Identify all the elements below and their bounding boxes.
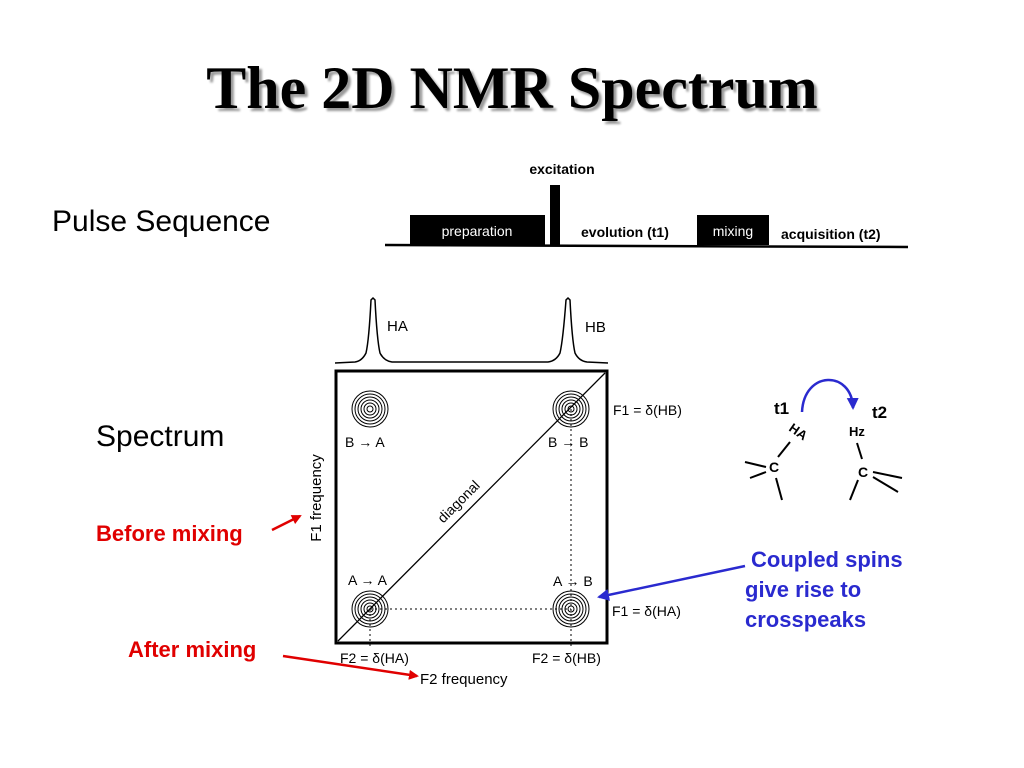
- spectrum-label: Spectrum: [96, 420, 225, 453]
- excitation-text: excitation: [529, 161, 594, 177]
- f1-axis-label: F1 frequency: [308, 454, 325, 542]
- pulse-sequence-label: Pulse Sequence: [52, 205, 271, 238]
- pulse-baseline: [384, 243, 909, 249]
- t2-label: t2: [872, 403, 887, 422]
- peak-aa-label: A → A: [348, 572, 388, 588]
- before-mixing-arrow: [271, 514, 302, 532]
- mixing-text: mixing: [713, 223, 753, 239]
- mixing-block: [697, 215, 769, 245]
- peak-ab-label: A → B: [553, 573, 593, 589]
- bond-left-1: [744, 461, 767, 468]
- excitation-pulse: [550, 185, 560, 245]
- projection-ha-label: HA: [387, 318, 408, 335]
- molecule-diagram: t1 t2 HA Hz C C: [744, 378, 903, 501]
- after-mixing-arrow: [282, 654, 419, 680]
- t1-label: t1: [774, 399, 789, 418]
- bond-right-up: [856, 442, 863, 460]
- spectrum-2d: diagonal B → A B → B A → A A → B: [334, 369, 609, 648]
- bond-right-1: [849, 479, 859, 501]
- pulse-sequence: preparation excitation evolution (t1) mi…: [384, 161, 909, 249]
- ha-atom: HA: [786, 420, 810, 443]
- preparation-block: [410, 215, 545, 245]
- peak-bb-label: B → B: [548, 434, 588, 450]
- f2-axis-label: F2 frequency: [420, 671, 508, 688]
- after-mixing-label: After mixing: [128, 637, 257, 662]
- projection-trace: [334, 296, 609, 364]
- f2-hb-label: F2 = δ(HB): [532, 650, 601, 666]
- bond-left-2: [749, 471, 767, 479]
- transfer-arrow: [800, 378, 859, 413]
- bond-left-up: [777, 441, 791, 458]
- peak-bb: [552, 390, 590, 428]
- peak-ba: [351, 390, 389, 428]
- bond-right-3: [872, 476, 899, 493]
- crosspeak-note-line1: Coupled spins: [751, 547, 903, 572]
- acquisition-text: acquisition (t2): [781, 226, 881, 242]
- peak-aa: [351, 590, 389, 628]
- peak-ab: [552, 590, 590, 628]
- bond-right-2: [872, 471, 903, 479]
- f2-ha-label: F2 = δ(HA): [340, 650, 409, 666]
- crosspeak-note-line3: crosspeaks: [745, 607, 867, 632]
- peak-ba-label: B → A: [345, 434, 385, 450]
- crosspeak-note-line2: give rise to: [745, 577, 862, 602]
- evolution-text: evolution (t1): [581, 224, 669, 240]
- f1-ha-label: F1 = δ(HA): [612, 603, 681, 619]
- crosspeak-note: Coupled spins give rise to crosspeaks: [745, 545, 903, 635]
- crosspeak-arrow: [597, 564, 746, 601]
- bond-left-3: [775, 477, 783, 501]
- f1-hb-label: F1 = δ(HB): [613, 402, 682, 418]
- slide-title: The 2D NMR Spectrum: [206, 55, 818, 121]
- carbon-left: C: [769, 459, 779, 475]
- projection-hb-label: HB: [585, 319, 606, 336]
- hz-atom: Hz: [849, 424, 865, 439]
- before-mixing-label: Before mixing: [96, 521, 243, 546]
- preparation-text: preparation: [442, 223, 513, 239]
- carbon-right: C: [858, 464, 868, 480]
